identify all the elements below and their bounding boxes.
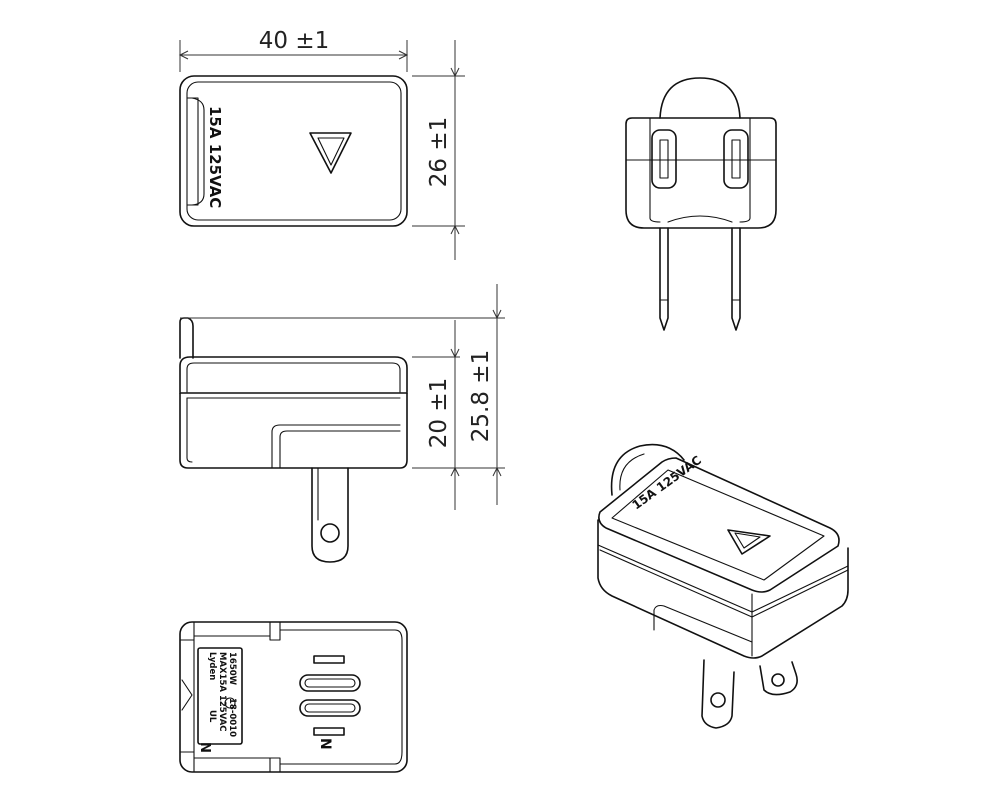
label-brand: Lyden bbox=[207, 652, 217, 680]
label-suffix-a: UL bbox=[207, 710, 217, 723]
depth-dimension-label: 26 ±1 bbox=[426, 117, 452, 187]
total-height-dimension-label: 25.8 ±1 bbox=[468, 350, 494, 442]
top-view: 15A 125VAC 40 ±1 26 ±1 bbox=[178, 28, 465, 260]
side-view: 20 ±1 25.8 ±1 bbox=[179, 284, 505, 563]
isometric-view: 15A 125VAC bbox=[597, 443, 849, 729]
label-suffix-b: 18-0010 bbox=[227, 698, 237, 737]
certification-mark-icon bbox=[224, 697, 236, 709]
width-dimension-label: 40 ±1 bbox=[259, 28, 329, 54]
body-height-dimension-label: 20 ±1 bbox=[426, 378, 452, 448]
front-view bbox=[625, 77, 777, 331]
top-rating-text: 15A 125VAC bbox=[206, 106, 224, 208]
product-label: Lyden UL MAX15A 125VAC 1650W 18-0010 bbox=[207, 652, 237, 737]
arrow-triangle-icon bbox=[309, 132, 352, 174]
neutral-mark-bottom: N bbox=[317, 738, 333, 750]
label-power: 1650W bbox=[227, 652, 237, 686]
iso-rating-text: 15A 125VAC bbox=[630, 453, 705, 513]
neutral-mark-edge: N bbox=[197, 742, 212, 753]
bottom-view: Lyden UL MAX15A 125VAC 1650W 18-0010 N N bbox=[179, 621, 408, 773]
label-rating: MAX15A 125VAC bbox=[217, 652, 227, 732]
